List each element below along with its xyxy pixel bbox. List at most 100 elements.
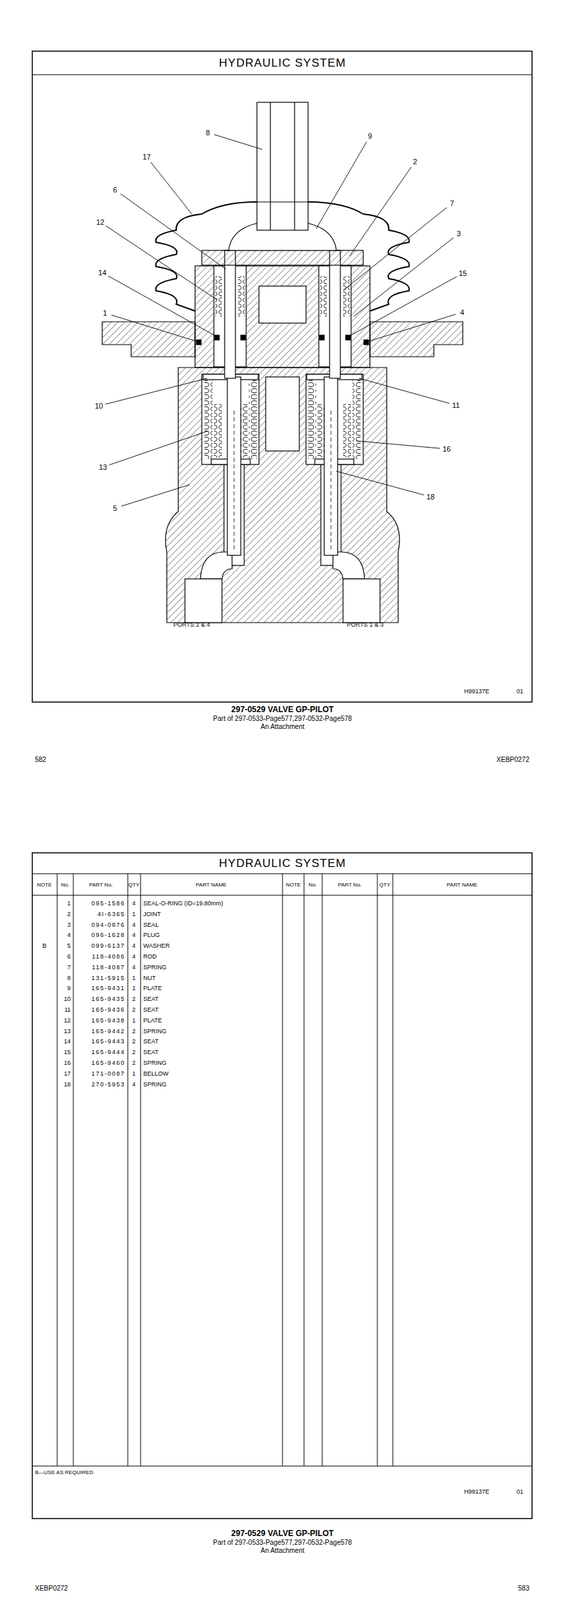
leader-line <box>108 275 217 337</box>
column-header: No. <box>308 881 317 888</box>
callout-number: 13 <box>98 462 108 471</box>
column-header: PART No. <box>337 881 362 888</box>
item-number: 17 <box>63 1070 71 1077</box>
quantity: 4 <box>131 899 136 907</box>
item-number: 2 <box>67 910 71 918</box>
leader-line <box>120 193 226 270</box>
column-header: PART NAME <box>195 881 227 888</box>
part-name: SEAL <box>143 921 159 929</box>
part-number: 165-9436 <box>91 1006 126 1013</box>
column-header: PART No. <box>88 881 113 888</box>
part-name: SEAL-O-RING (ID=19.80mm) <box>143 899 224 907</box>
leader-line <box>366 314 456 342</box>
part-number: 118-4086 <box>92 953 126 960</box>
leader-line <box>150 162 192 214</box>
part-number: 118-4087 <box>92 963 126 971</box>
quantity: 4 <box>131 1080 136 1088</box>
part-name: WASHER <box>143 942 170 950</box>
part-number: 165-9431 <box>91 984 126 992</box>
item-number: 16 <box>63 1059 71 1067</box>
part-name: SEAT <box>143 1048 159 1056</box>
quantity: 2 <box>131 1048 136 1056</box>
part-name: SPRING <box>143 1059 167 1067</box>
part-number: 131-5915 <box>91 974 126 982</box>
quantity: 2 <box>131 1006 136 1013</box>
quantity: 4 <box>131 921 136 929</box>
part-number: 171-0087 <box>91 1070 126 1077</box>
callout-number: 7 <box>449 199 455 208</box>
part-number: 165-9444 <box>91 1048 126 1056</box>
quantity: 1 <box>131 1070 136 1077</box>
callout-number: 17 <box>141 152 152 161</box>
page-number: 582 <box>34 755 47 763</box>
leader-line <box>359 378 450 403</box>
part-number: 099-6137 <box>91 942 126 950</box>
part-number: 165-9435 <box>91 995 126 1003</box>
callout-number: 8 <box>205 128 211 137</box>
part-name: SEAT <box>143 1037 159 1045</box>
leader-line <box>316 141 367 229</box>
part-name: SEAT <box>143 1006 159 1013</box>
leader-line <box>348 276 457 337</box>
section-header: HYDRAULIC SYSTEM <box>219 57 347 70</box>
callout-number: 3 <box>456 229 462 238</box>
column-header: QTY <box>128 881 140 888</box>
column-header: NOTE <box>285 881 301 888</box>
quantity: 1 <box>131 910 136 918</box>
item-number: 7 <box>67 963 71 971</box>
leader-line <box>121 484 190 506</box>
callout-number: 18 <box>425 492 436 501</box>
footnote: B—USE AS REQUIRED <box>34 1469 94 1476</box>
leader-line <box>214 134 263 150</box>
column-header: No. <box>61 881 70 888</box>
caption-line: Part of 297-0533-Page577,297-0532-Page57… <box>213 1537 352 1546</box>
caption-title: 297-0529 VALVE GP-PILOT <box>231 704 334 714</box>
quantity: 2 <box>131 1059 136 1067</box>
callout-number: 4 <box>459 308 465 317</box>
leader-line <box>344 207 447 290</box>
part-number: 165-9438 <box>91 1017 126 1024</box>
column-header: NOTE <box>36 881 52 888</box>
leader-line <box>356 440 440 448</box>
leader-line <box>111 314 199 342</box>
part-name: JOINT <box>143 910 161 918</box>
quantity: 2 <box>131 995 136 1003</box>
book-code: XEBP0272 <box>496 755 530 763</box>
callout-number: 16 <box>441 444 452 453</box>
port-label: PORTS 2 & 4 <box>173 621 210 629</box>
caption-line: An Attachment <box>260 1545 305 1554</box>
part-name: BELLOW <box>143 1070 169 1077</box>
pilot-valve-section <box>102 102 463 623</box>
part-number: 096-1628 <box>91 931 126 939</box>
column-header: QTY <box>379 881 391 888</box>
callout-number: 12 <box>95 217 105 226</box>
drawing-revision: 01 <box>516 1487 524 1495</box>
drawing-number: H99137E <box>464 1487 490 1495</box>
part-name: ROD <box>143 953 157 960</box>
part-name: PLATE <box>143 1017 163 1024</box>
callout-number: 9 <box>367 131 373 140</box>
callout-number: 11 <box>451 400 461 409</box>
part-name: NUT <box>143 974 157 982</box>
section-header: HYDRAULIC SYSTEM <box>219 856 347 870</box>
part-name: SPRING <box>143 963 167 971</box>
book-code: XEBP0272 <box>34 1583 68 1591</box>
quantity: 1 <box>131 984 136 992</box>
item-number: 3 <box>67 921 71 929</box>
quantity: 2 <box>131 1027 136 1035</box>
part-number: 165-9442 <box>91 1027 126 1035</box>
leader-line <box>353 237 454 317</box>
caption-line: Part of 297-0533-Page577,297-0532-Page57… <box>213 714 352 722</box>
callout-number: 1 <box>102 308 108 317</box>
caption-line: An Attachment <box>260 722 305 730</box>
callout-number: 15 <box>458 269 468 278</box>
leader-line <box>336 470 424 495</box>
part-name: PLUG <box>143 931 161 939</box>
callout-number: 14 <box>97 268 107 277</box>
page-frame <box>32 852 533 1518</box>
part-number: 094-0876 <box>91 921 126 929</box>
part-number: 165-9460 <box>91 1059 126 1067</box>
leader-line <box>108 430 209 465</box>
